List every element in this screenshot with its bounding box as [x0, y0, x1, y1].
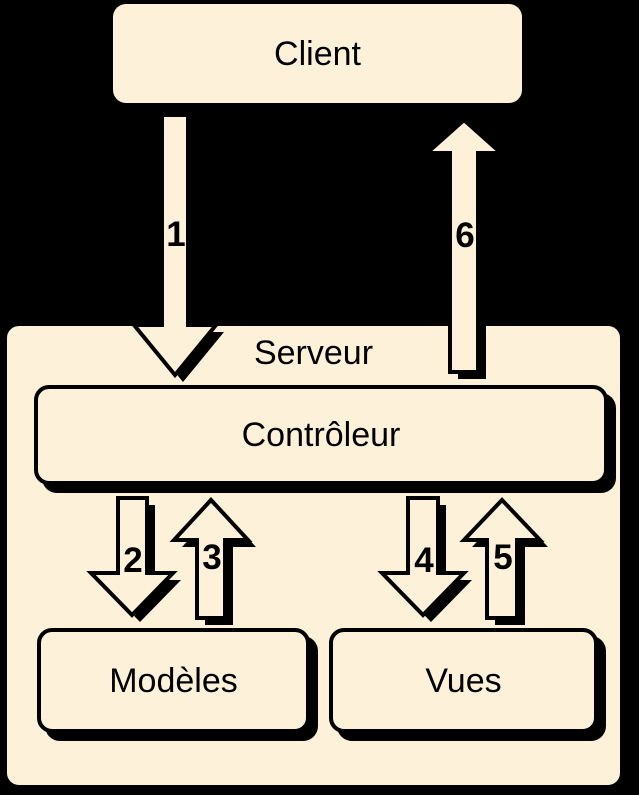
controleur-box: Contrôleur [34, 385, 608, 485]
arrow-2-down-icon: 2 [86, 496, 181, 622]
controleur-label: Contrôleur [241, 416, 401, 454]
arrow-4-down-icon: 4 [377, 496, 472, 622]
arrow-6-number: 6 [455, 216, 474, 255]
arrow-3-number: 3 [202, 538, 221, 577]
arrow-3-up-icon: 3 [169, 497, 256, 625]
modeles-box: Modèles [37, 628, 310, 733]
arrow-5-up-icon: 5 [459, 497, 548, 625]
arrow-4-number: 4 [414, 541, 434, 580]
arrow-1-down-icon: 1 [129, 113, 224, 382]
modeles-label: Modèles [109, 661, 238, 700]
arrow-2-number: 2 [123, 541, 142, 580]
vues-label: Vues [425, 661, 502, 700]
arrow-6-up-icon: 6 [421, 117, 509, 379]
serveur-label: Serveur [253, 334, 374, 372]
client-label: Client [274, 34, 361, 73]
vues-box: Vues [329, 628, 598, 733]
arrow-5-number: 5 [493, 538, 512, 577]
arrow-1-number: 1 [166, 215, 185, 254]
client-box: Client [113, 4, 522, 103]
